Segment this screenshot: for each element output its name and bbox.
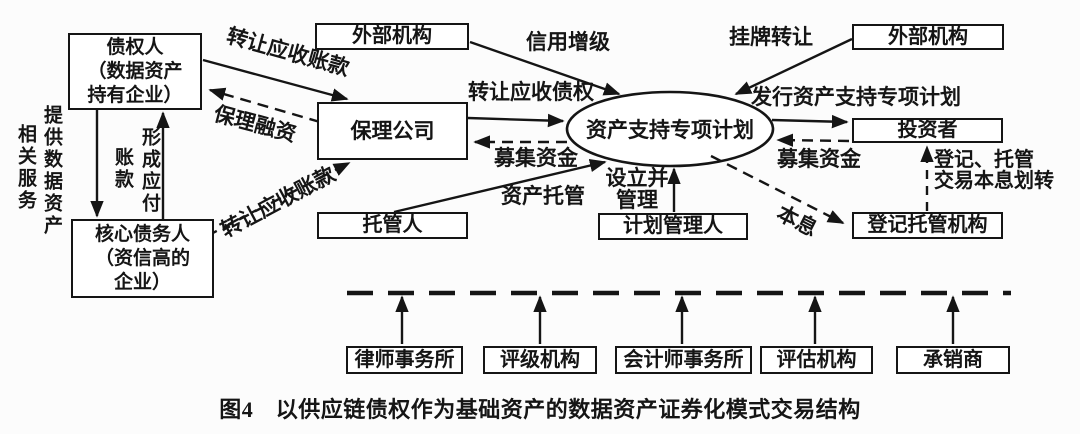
node-external-org-top: 外部机构 (315, 23, 469, 50)
node-law-firm: 律师事务所 (346, 346, 463, 374)
edge-label-issue-abs-plan: 发行资产支持专项计划 (751, 85, 961, 109)
edge-label-asset-custody: 资产托管 (501, 184, 585, 208)
node-spv-plan: 资产支持专项计划 (586, 118, 754, 142)
edge-label-listing-transfer: 挂牌转让 (729, 25, 813, 49)
node-investor: 投资者 (852, 118, 1003, 143)
node-plan-manager: 计划管理人 (598, 213, 748, 240)
node-underwriter: 承销商 (896, 346, 1010, 374)
edge-label-setup-and-manage: 设立并 管理 (605, 166, 669, 212)
edge-label-provide-data-services-col1: 提供数据资产 (41, 105, 62, 237)
node-creditor: 债权人 （数据资产 持有企业） (68, 33, 202, 110)
node-custodian: 托管人 (317, 212, 468, 239)
edge-label-form-payables-col1: 形成应付 (139, 127, 160, 215)
node-core-debtor: 核心债务人 （资信高的 企业） (71, 219, 214, 298)
node-accounting-firm: 会计师事务所 (615, 346, 752, 374)
node-registry-custody-org: 登记托管机构 (852, 212, 1003, 239)
node-factoring-company: 保理公司 (317, 102, 468, 160)
node-appraisal-agency: 评估机构 (760, 346, 873, 374)
edge-label-credit-enhancement: 信用增级 (526, 30, 610, 54)
edge-label-form-payables-col2: 账款 (112, 147, 133, 191)
edge-label-registry-custody-transfer: 登记、托管 交易本息划转 (934, 149, 1054, 192)
edge-label-provide-data-services-col2: 相关服务 (15, 124, 36, 212)
figure-caption: 图4 以供应链债权作为基础资产的数据资产证券化模式交易结构 (219, 397, 861, 422)
node-external-org-right: 外部机构 (852, 24, 1004, 50)
node-rating-agency: 评级机构 (483, 346, 597, 374)
edge-label-raise-funds-left: 募集资金 (494, 146, 578, 170)
edge-label-raise-funds-right: 募集资金 (777, 147, 861, 171)
edge-label-transfer-receivable-rights: 转让应收债权 (468, 80, 594, 104)
